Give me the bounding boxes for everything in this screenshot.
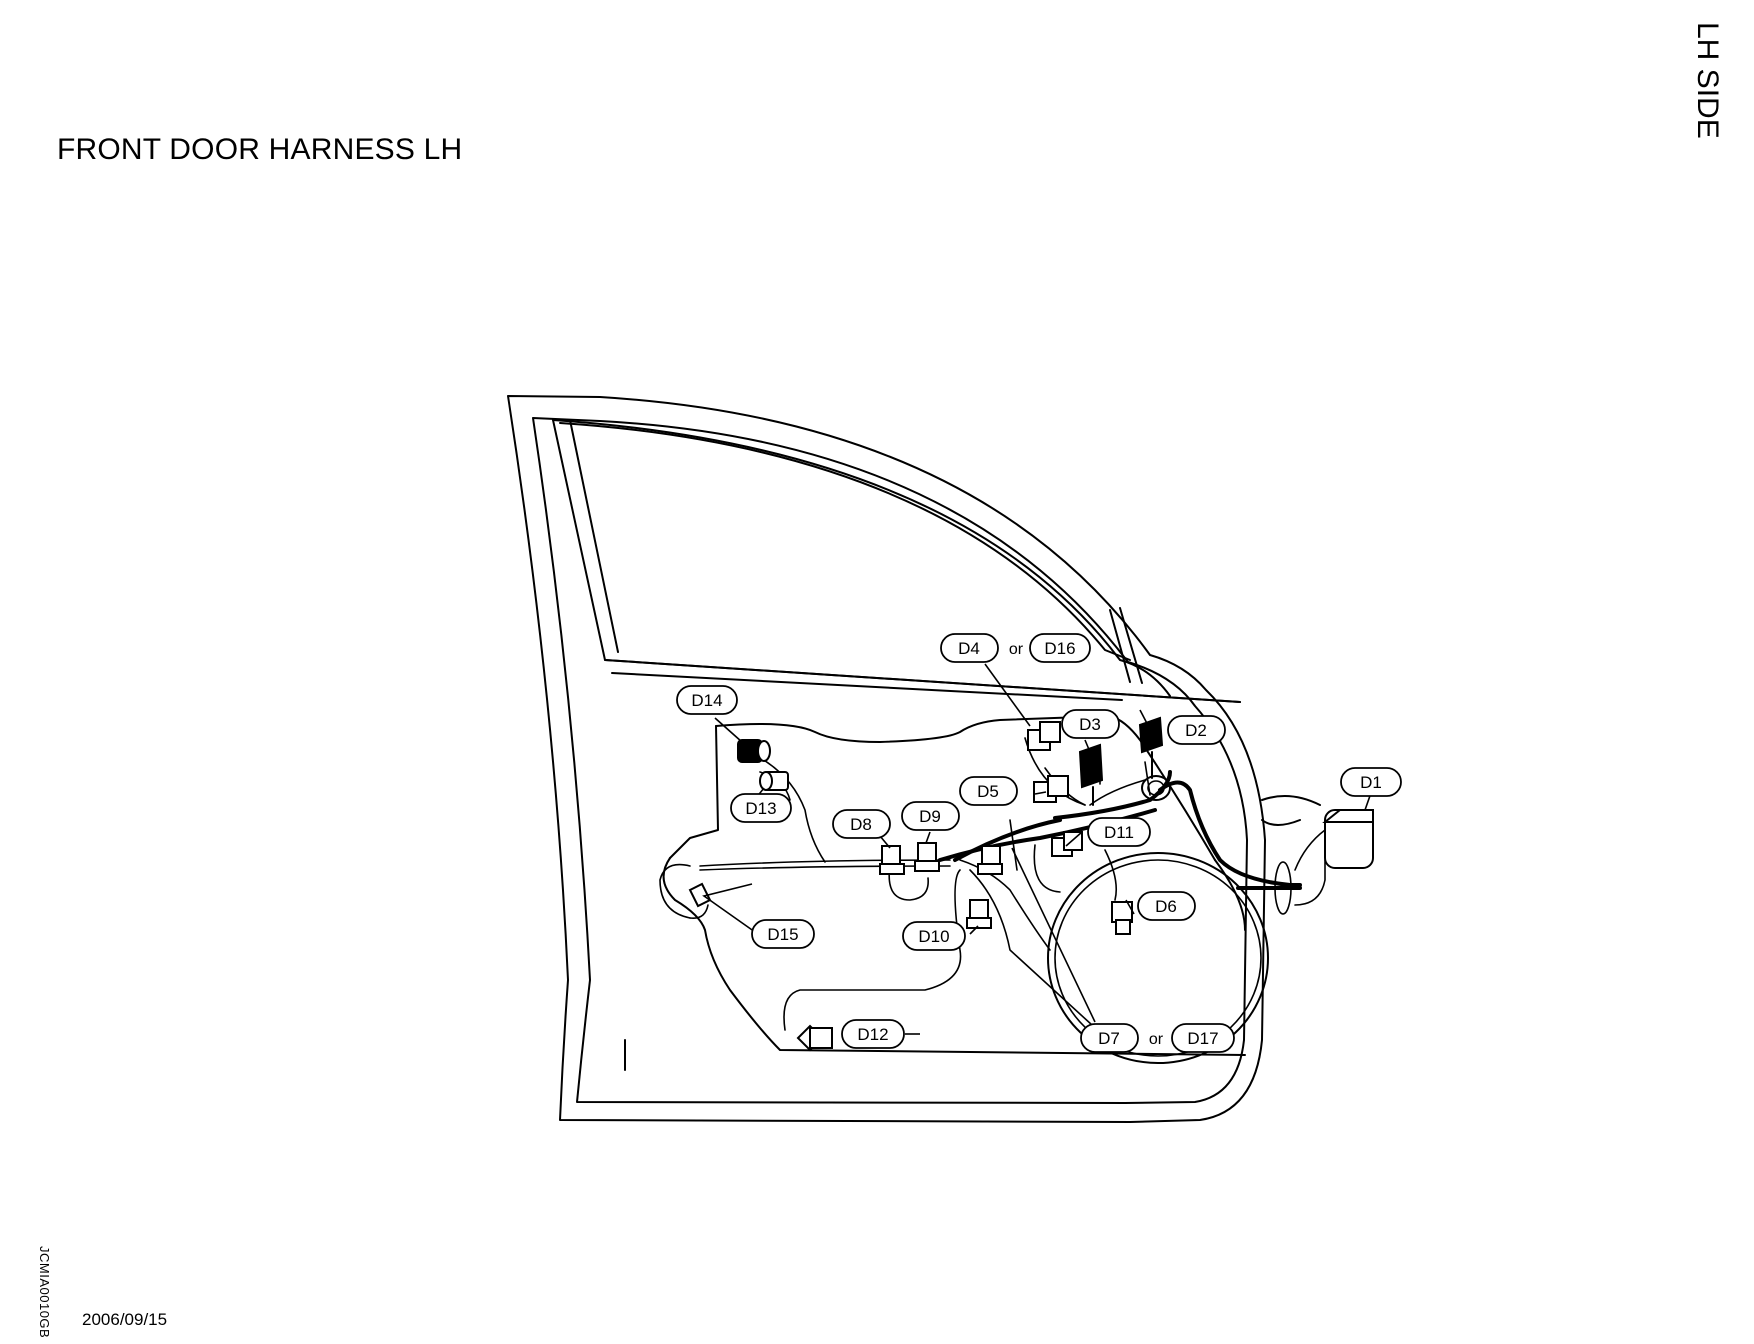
label-d8: D8 bbox=[832, 809, 891, 839]
label-d2: D2 bbox=[1167, 715, 1226, 745]
door-outline bbox=[507, 395, 1321, 1123]
svg-text:D14: D14 bbox=[691, 691, 722, 710]
speaker-ring bbox=[1047, 852, 1269, 1064]
leader-lines bbox=[702, 663, 1373, 1035]
label-d17: D17 bbox=[1171, 1023, 1235, 1053]
label-d12: D12 bbox=[841, 1019, 905, 1049]
connector-d2-shape bbox=[1138, 716, 1164, 754]
svg-text:D10: D10 bbox=[918, 927, 949, 946]
label-d15: D15 bbox=[751, 919, 815, 949]
label-d3: D3 bbox=[1061, 709, 1120, 739]
label-d4: D4 bbox=[940, 633, 999, 663]
svg-text:D16: D16 bbox=[1044, 639, 1075, 658]
label-d1: D1 bbox=[1340, 767, 1402, 797]
svg-text:D8: D8 bbox=[850, 815, 872, 834]
or-text-d4-d16: or bbox=[1009, 641, 1024, 658]
svg-text:D11: D11 bbox=[1104, 823, 1134, 842]
svg-text:D13: D13 bbox=[745, 799, 776, 818]
label-d14: D14 bbox=[676, 685, 738, 715]
svg-text:D4: D4 bbox=[958, 639, 980, 658]
svg-text:D1: D1 bbox=[1360, 773, 1382, 792]
or-text-d7-d17: or bbox=[1149, 1031, 1164, 1048]
svg-text:D17: D17 bbox=[1187, 1029, 1218, 1048]
connector-shapes bbox=[688, 716, 1374, 1052]
svg-text:D2: D2 bbox=[1185, 721, 1207, 740]
label-d9: D9 bbox=[901, 801, 960, 831]
label-d13: D13 bbox=[730, 793, 792, 823]
label-d7: D7 bbox=[1080, 1023, 1139, 1053]
svg-text:D15: D15 bbox=[767, 925, 798, 944]
svg-text:D7: D7 bbox=[1098, 1029, 1120, 1048]
label-d10: D10 bbox=[902, 921, 966, 951]
page-title: FRONT DOOR HARNESS LH bbox=[57, 133, 463, 166]
connector-labels: D4 or D16 D3 D2 D1 D14 bbox=[676, 633, 1402, 1053]
connector-d3-shape bbox=[1078, 743, 1104, 789]
svg-text:D12: D12 bbox=[857, 1025, 888, 1044]
label-d16: D16 bbox=[1029, 633, 1091, 663]
svg-text:D5: D5 bbox=[977, 782, 999, 801]
label-d6: D6 bbox=[1137, 891, 1196, 921]
svg-text:D3: D3 bbox=[1079, 715, 1101, 734]
svg-text:D9: D9 bbox=[919, 807, 941, 826]
label-d5: D5 bbox=[959, 776, 1018, 806]
svg-text:D6: D6 bbox=[1155, 897, 1177, 916]
figure-date: 2006/09/15 bbox=[82, 1310, 168, 1329]
label-d11: D11 bbox=[1087, 817, 1151, 847]
